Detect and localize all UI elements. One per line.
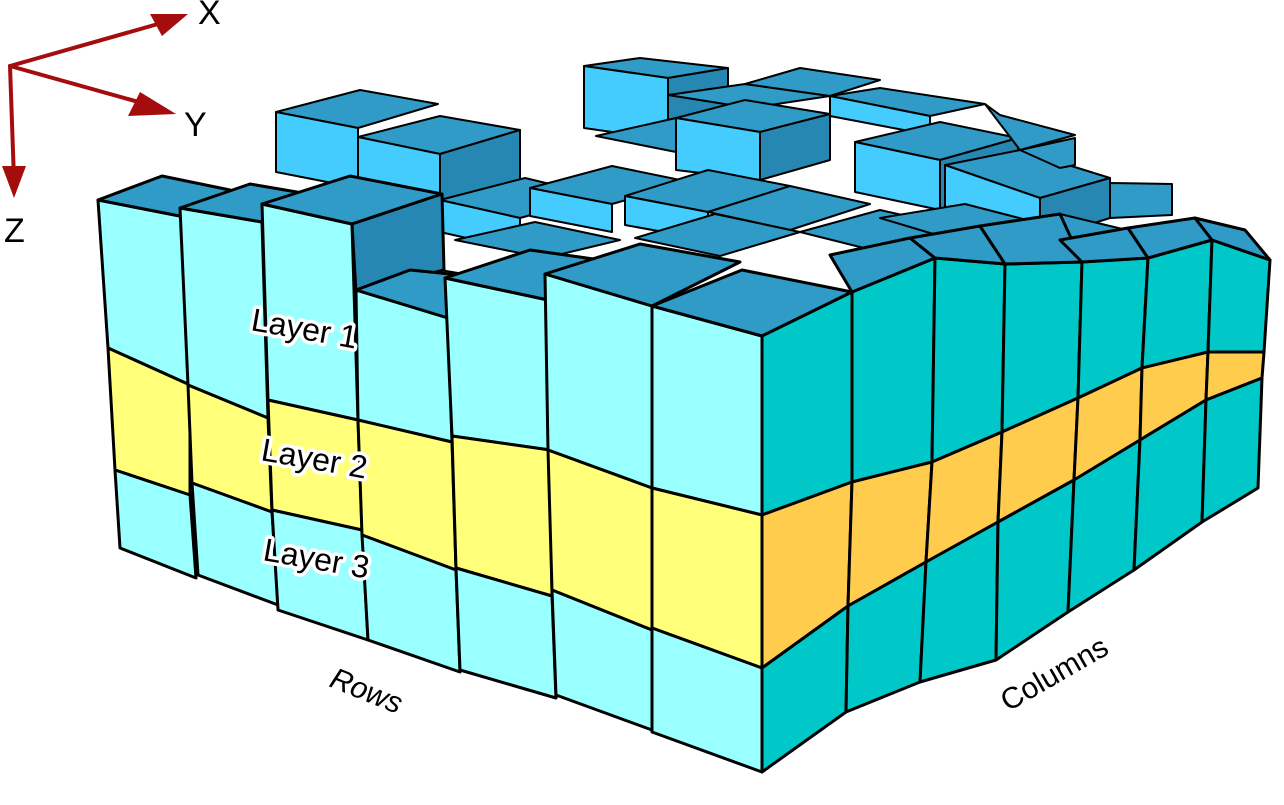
column-cell-layer1 — [850, 256, 937, 484]
axis-triad: X Y Z — [2, 0, 221, 250]
row-cell-layer1 — [650, 304, 764, 517]
row-cell-layer3 — [113, 468, 198, 580]
front-rows-face — [96, 174, 854, 774]
upper-block-top — [984, 103, 1076, 151]
y-axis-label: Y — [184, 106, 207, 144]
upper-block-top — [1109, 182, 1173, 219]
column-cell-layer3 — [1200, 376, 1264, 524]
y-axis-arrowhead — [128, 92, 176, 116]
x-axis-arrow — [8, 18, 174, 68]
upper-block-top — [1019, 137, 1076, 169]
column-cell-layer1 — [930, 256, 1007, 464]
row-cell-layer3 — [360, 533, 462, 674]
z-axis-arrowhead — [2, 166, 26, 198]
x-axis-label: X — [198, 0, 221, 32]
rows-label: Rows — [325, 662, 407, 721]
y-axis-arrow — [8, 64, 162, 110]
upper-block-front — [529, 187, 613, 233]
z-axis-arrow — [8, 64, 16, 182]
x-axis-arrowhead — [150, 14, 188, 36]
row-cell-top — [543, 242, 742, 308]
front-columns-face — [760, 212, 1272, 774]
column-cell-top — [1193, 216, 1272, 262]
row-cell-side — [350, 192, 446, 294]
row-cell-layer1 — [443, 276, 552, 452]
z-axis-label: Z — [4, 212, 25, 250]
column-cell-layer1 — [1140, 238, 1214, 370]
row-cell-layer3 — [454, 566, 558, 700]
upper-block-side — [759, 113, 831, 181]
upper-block-top — [454, 221, 621, 259]
upper-block-top — [744, 67, 881, 97]
column-cell-top — [978, 212, 1084, 266]
